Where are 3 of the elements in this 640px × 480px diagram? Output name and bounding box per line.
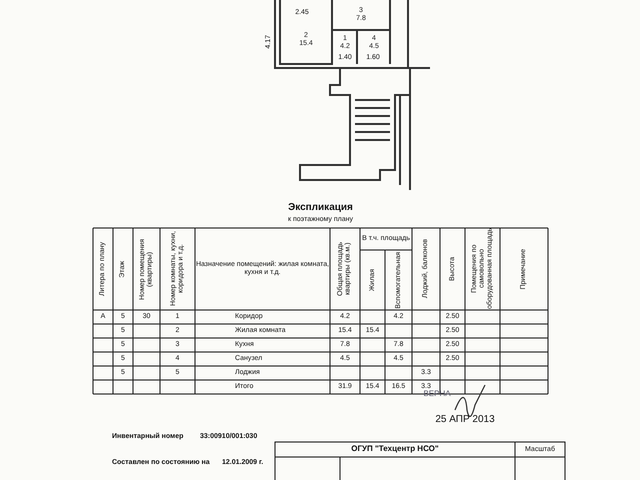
- organization-name: ОГУП "Техцентр НСО": [351, 445, 439, 454]
- table-title: Экспликация: [288, 202, 353, 212]
- stamp-date: 25 АПР 2013: [435, 414, 495, 424]
